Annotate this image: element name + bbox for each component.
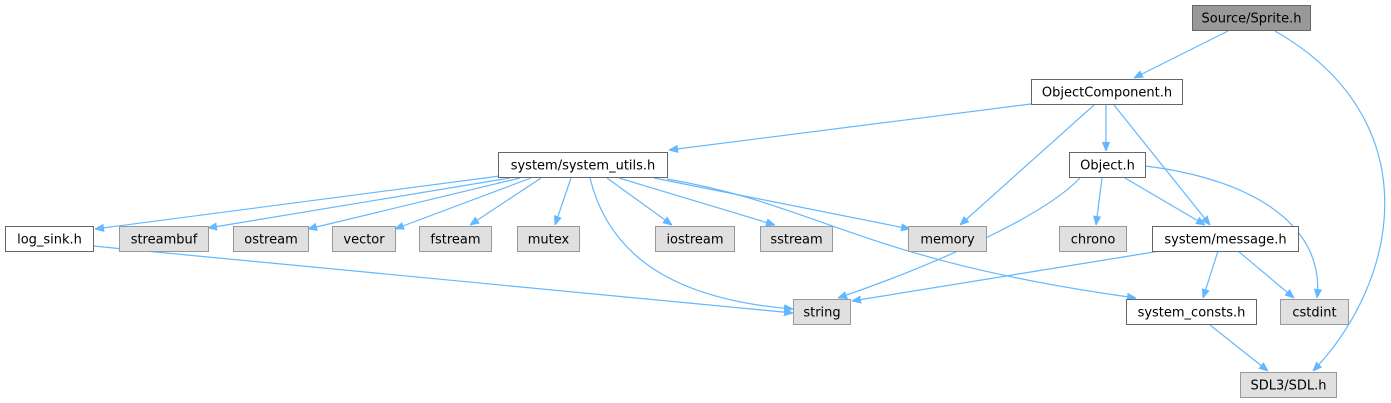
node-box-string [793, 299, 851, 325]
node-label-sysutils: system/system_utils.h [511, 159, 656, 174]
node-box-mutex [517, 226, 580, 252]
edge-sysconsts-to-sdl [1209, 324, 1268, 371]
edge-object-to-cstdint [1144, 165, 1318, 298]
node-label-chrono: chrono [1071, 233, 1116, 248]
node-label-logsink: log_sink.h [17, 233, 82, 248]
node-box-cstdint [1280, 299, 1349, 325]
node-box-sprite [1192, 5, 1311, 31]
dependency-edges [92, 30, 1386, 371]
edge-sysutils-to-sysconsts [666, 178, 1136, 298]
node-sdl: SDL3/SDL.h [1240, 372, 1337, 398]
edge-message-to-string [852, 250, 1161, 301]
edge-sysutils-to-logsink [95, 175, 501, 229]
edge-logsink-to-string [92, 245, 793, 313]
node-label-sstream: sstream [770, 233, 822, 248]
node-sstream: sstream [760, 226, 833, 252]
node-sysconsts[interactable]: system_consts.h [1126, 299, 1257, 325]
edge-objcomp-to-sysutils [669, 103, 1032, 150]
node-label-cstdint: cstdint [1292, 306, 1336, 321]
node-cstdint: cstdint [1280, 299, 1349, 325]
node-vector: vector [332, 226, 396, 252]
node-label-sysconsts: system_consts.h [1138, 306, 1246, 321]
edge-sysutils-to-ostream [308, 177, 521, 229]
node-sprite: Source/Sprite.h [1192, 5, 1311, 31]
node-box-ostream [233, 226, 309, 252]
node-box-chrono [1059, 226, 1127, 252]
edge-sprite-to-sdl [1274, 30, 1386, 371]
node-memory: memory [908, 226, 987, 252]
node-box-message [1152, 226, 1299, 252]
node-box-sdl [1240, 372, 1337, 398]
node-box-logsink [5, 226, 94, 252]
node-ostream: ostream [233, 226, 309, 252]
node-label-iostream: iostream [666, 233, 723, 248]
edge-sysutils-to-sstream [618, 177, 775, 225]
node-box-sysutils [498, 152, 668, 178]
edge-sprite-to-objcomp [1134, 30, 1229, 78]
node-label-mutex: mutex [528, 233, 570, 248]
node-objcomp[interactable]: ObjectComponent.h [1031, 79, 1183, 105]
node-label-string: string [803, 306, 840, 321]
node-label-message: system/message.h [1164, 233, 1286, 248]
node-label-fstream: fstream [430, 233, 480, 248]
node-box-sysconsts [1126, 299, 1257, 325]
node-label-sprite: Source/Sprite.h [1202, 12, 1302, 27]
node-label-memory: memory [920, 233, 975, 248]
node-chrono: chrono [1059, 226, 1127, 252]
node-box-iostream [655, 226, 735, 252]
node-logsink[interactable]: log_sink.h [5, 226, 94, 252]
node-label-streambuf: streambuf [131, 233, 198, 248]
node-streambuf: streambuf [119, 226, 209, 252]
node-box-memory [908, 226, 987, 252]
node-label-object: Object.h [1080, 159, 1135, 174]
node-fstream: fstream [419, 226, 492, 252]
node-box-object [1069, 152, 1146, 178]
node-box-vector [332, 226, 396, 252]
node-label-objcomp: ObjectComponent.h [1042, 86, 1172, 101]
edge-message-to-sysconsts [1203, 250, 1219, 298]
node-label-sdl: SDL3/SDL.h [1250, 379, 1326, 394]
node-string: string [793, 299, 851, 325]
node-box-objcomp [1031, 79, 1183, 105]
edge-object-to-message [1124, 177, 1205, 225]
node-box-fstream [419, 226, 492, 252]
node-iostream: iostream [655, 226, 735, 252]
edge-message-to-cstdint [1237, 250, 1294, 298]
node-object[interactable]: Object.h [1069, 152, 1146, 178]
edge-objcomp-to-memory [960, 104, 1095, 225]
node-box-streambuf [119, 226, 209, 252]
edge-objcomp-to-message [1113, 104, 1210, 225]
node-message[interactable]: system/message.h [1152, 226, 1299, 252]
edge-sysutils-to-mutex [555, 177, 572, 225]
node-sysutils[interactable]: system/system_utils.h [498, 152, 668, 178]
edge-sysutils-to-memory [653, 177, 910, 229]
edge-object-to-chrono [1096, 177, 1103, 225]
edge-sysutils-to-string [589, 177, 793, 309]
node-box-sstream [760, 226, 833, 252]
edge-sysutils-to-iostream [606, 177, 672, 225]
edge-sysutils-to-fstream [470, 177, 542, 225]
node-label-ostream: ostream [244, 233, 298, 248]
node-mutex: mutex [517, 226, 580, 252]
node-label-vector: vector [343, 233, 385, 248]
edge-sysutils-to-vector [395, 177, 532, 229]
edge-sysutils-to-streambuf [208, 177, 511, 228]
